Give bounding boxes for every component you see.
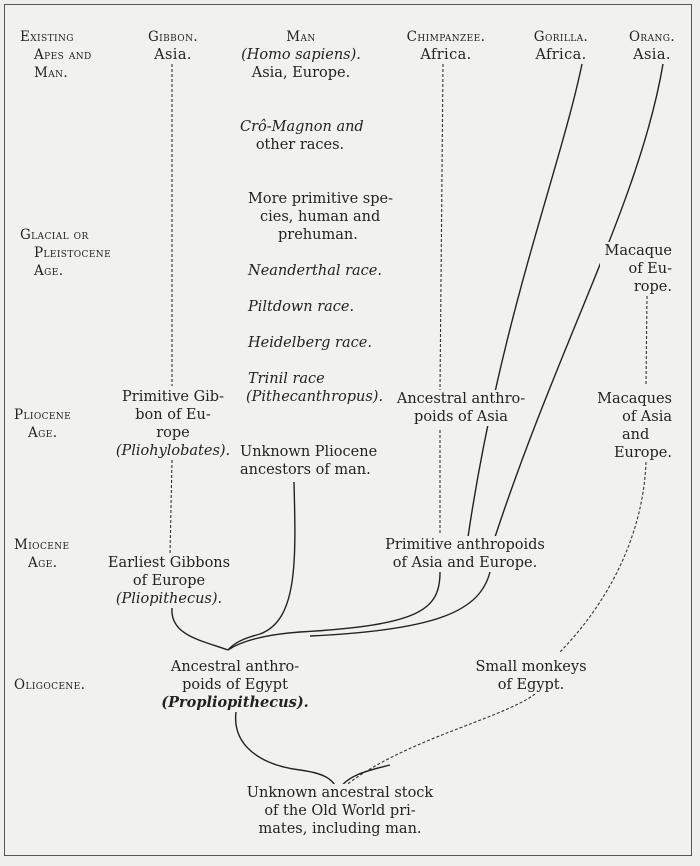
age-miocene: Miocene Age. — [14, 536, 69, 572]
primitive-gibbon-genus: (Pliohylobates). — [115, 443, 231, 459]
chimpanzee-lineage-line — [439, 63, 444, 391]
trinil-name: Trinil race — [248, 371, 325, 387]
earliest-gibbons-line: Earliest Gibbons — [107, 555, 231, 571]
age-glacial-line: Age. — [34, 263, 64, 279]
header-orang-region: Asia. — [633, 47, 671, 63]
gibbon-to-oligocene-curve — [171, 607, 229, 651]
primitive-gibbon-line: Primitive Gib- — [122, 389, 224, 405]
macaques-asia-europe-line: Macaques — [597, 391, 672, 407]
header-gorilla-region: Africa. — [535, 47, 587, 63]
primitive-anthropoids-line: of Asia and Europe. — [392, 555, 538, 571]
ancestral-egypt-line: Ancestral anthro- — [170, 659, 300, 675]
heidelberg-label: Heidelberg race. — [248, 335, 372, 351]
small-monkeys-to-root-line — [339, 693, 536, 791]
macaque-europe-line: Macaque — [604, 243, 672, 259]
header-gibbon: Gibbon. Asia. — [140, 28, 206, 64]
gibbon-lineage-lower-line — [169, 459, 173, 556]
root-line: mates, including man. — [258, 821, 422, 837]
macaque-lineage-line — [645, 295, 648, 386]
primitive-species-line: prehuman. — [278, 227, 358, 243]
macaques-asia-europe-line: of Asia — [622, 409, 672, 425]
header-chimpanzee-name: Chimpanzee. — [406, 29, 486, 45]
age-oligocene: Oligocene. — [14, 677, 86, 693]
orang-lower-to-oligocene-curve — [309, 571, 491, 637]
primitive-gibbon-line: rope — [156, 425, 190, 441]
macaque-europe-line: of Eu- — [628, 261, 672, 277]
primitive-anthropoids-line: Primitive anthropoids — [385, 537, 545, 553]
cromagnon-name: Crô-Magnon and — [240, 119, 364, 135]
macaque-europe-line: rope. — [633, 279, 672, 295]
small-monkeys-line: of Egypt. — [497, 677, 565, 693]
unknown-pliocene-label: Unknown Pliocene ancestors of man. — [240, 443, 378, 479]
header-existing-line: Existing — [20, 29, 74, 45]
orang-lineage-line — [494, 63, 664, 538]
header-existing-line: Apes and — [34, 47, 92, 63]
age-pliocene-line: Age. — [28, 425, 58, 441]
ancestral-asia-label: Ancestral anthro- poids of Asia — [396, 390, 526, 426]
header-man-species: (Homo sapiens). — [241, 47, 361, 63]
header-chimpanzee-region: Africa. — [420, 47, 472, 63]
age-glacial-line: Glacial or — [20, 227, 89, 243]
macaques-asia-europe-label: Macaques of Asia and Europe. — [596, 390, 672, 462]
primitive-species-line: More primitive spe- — [248, 191, 393, 207]
root-line: Unknown ancestral stock — [246, 785, 434, 801]
ancestral-asia-line: poids of Asia — [414, 409, 508, 425]
header-chimpanzee: Chimpanzee. Africa. — [396, 28, 496, 64]
macaque-lower-line — [559, 461, 647, 653]
ancestral-egypt-genus: (Propliopithecus). — [161, 694, 309, 711]
ancestral-asia-line: Ancestral anthro- — [396, 391, 526, 407]
neanderthal-label: Neanderthal race. — [248, 263, 382, 279]
man-to-oligocene-curve — [227, 481, 296, 651]
trinil-genus: (Pithecanthropus). — [246, 389, 384, 405]
earliest-gibbons-line: of Europe — [132, 573, 206, 589]
age-pliocene: Pliocene Age. — [14, 406, 71, 442]
gorilla-lineage-line — [467, 63, 583, 538]
header-man: Man (Homo sapiens). Asia, Europe. — [236, 28, 366, 82]
ancestral-egypt-line: poids of Egypt — [182, 677, 288, 693]
header-orang: Orang. Asia. — [622, 28, 682, 64]
earliest-gibbons-genus: (Pliopithecus). — [115, 591, 223, 607]
header-gorilla: Gorilla. Africa. — [526, 28, 596, 64]
header-gorilla-name: Gorilla. — [533, 29, 589, 45]
primitive-anthropoids-to-oligocene-curve — [227, 571, 441, 651]
ancestral-egypt-label: Ancestral anthro- poids of Egypt (Propli… — [160, 658, 310, 712]
header-man-region: Asia, Europe. — [251, 65, 351, 81]
header-orang-name: Orang. — [628, 29, 676, 45]
macaques-asia-europe-line: and — [622, 427, 650, 443]
primitive-species-label: More primitive spe- cies, human and preh… — [248, 190, 393, 244]
trinil-label: Trinil race (Pithecanthropus). — [246, 370, 383, 406]
cromagnon-desc: other races. — [255, 137, 345, 153]
root-label: Unknown ancestral stock of the Old World… — [220, 784, 460, 838]
primitive-gibbon-label: Primitive Gib- bon of Eu- rope (Pliohylo… — [108, 388, 238, 460]
primitive-species-line: cies, human and — [260, 209, 381, 225]
header-existing-line: Man. — [34, 65, 69, 81]
small-monkeys-label: Small monkeys of Egypt. — [470, 658, 592, 694]
header-gibbon-region: Asia. — [154, 47, 192, 63]
age-pliocene-line: Pliocene — [14, 407, 72, 423]
primitive-anthropoids-label: Primitive anthropoids of Asia and Europe… — [380, 536, 550, 572]
primitive-gibbon-line: bon of Eu- — [135, 407, 211, 423]
unknown-pliocene-line: ancestors of man. — [240, 462, 371, 478]
egypt-to-root-curve — [234, 711, 339, 793]
age-miocene-line: Age. — [28, 555, 58, 571]
macaque-europe-label: Macaque of Eu- rope. — [600, 242, 672, 296]
macaques-asia-europe-line: Europe. — [613, 445, 672, 461]
age-glacial: Glacial or Pleistocene Age. — [20, 226, 111, 280]
earliest-gibbons-label: Earliest Gibbons of Europe (Pliopithecus… — [104, 554, 234, 608]
unknown-pliocene-line: Unknown Pliocene — [240, 444, 378, 460]
age-miocene-line: Miocene — [14, 537, 70, 553]
piltdown-label: Piltdown race. — [248, 299, 355, 315]
header-gibbon-name: Gibbon. — [147, 29, 199, 45]
cromagnon-label: Crô-Magnon and other races. — [240, 118, 364, 154]
small-monkeys-line: Small monkeys — [475, 659, 587, 675]
age-glacial-line: Pleistocene — [34, 245, 112, 261]
root-line: of the Old World pri- — [264, 803, 416, 819]
header-man-name: Man — [286, 29, 316, 45]
header-existing: Existing Apes and Man. — [20, 28, 92, 82]
